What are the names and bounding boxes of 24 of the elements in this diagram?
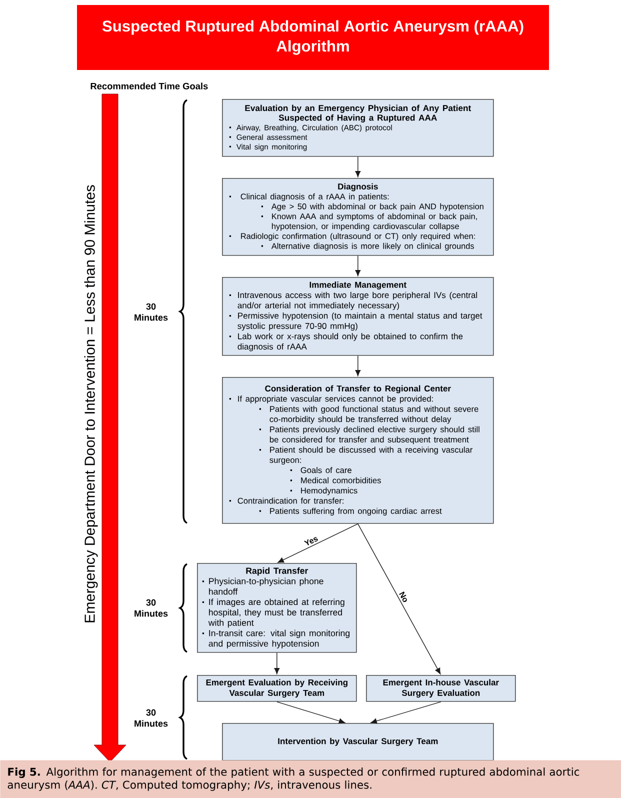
arrow xyxy=(355,355,361,376)
process-box: Rapid Transfer Physician-to-physician phone handoff If images are obtained at referring hospital, they must be transferred with patient In-transit care: vital sign monitoring and permissive hypotension xyxy=(197,563,357,653)
title-banner: Suspected Ruptured Abdominal Aortic Aneurysm (rAAA) Algorithm xyxy=(77,5,549,70)
time-label: 30 Minutes xyxy=(134,599,168,617)
process-box: Consideration of Transfer to Regional Center If appropriate vascular services cannot be provided: Patients with good functional status and without severe co-morbidity should be transferred without delay Patients previously declined elective surgery should still be considered for transfer and subsequent treatment Patient should be discussed with a receiving vascular surgeon: Goals of care Medical comorbidities Hemodynamics Contraindication for transfer: Patients suffering from ongoing cardiac arrest xyxy=(222,377,494,524)
process-box: Emergent In-house Vascular Surgery Evaluation xyxy=(366,675,516,702)
arrow xyxy=(278,523,358,563)
arrow xyxy=(274,652,280,674)
arrow xyxy=(370,701,442,724)
arrow xyxy=(358,523,441,674)
arrow-label: Emergency Department Door to Intervention = Less than 90 Minutes xyxy=(84,185,98,622)
arrow xyxy=(355,156,361,178)
edge-label: Yes xyxy=(302,534,320,548)
process-box: Emergent Evaluation by Receiving Vascular Surgery Team xyxy=(197,675,357,702)
caption-band: Fig 5. Algorithm for management of the patient with a suspected or confirmed ruptured abdominal aortic aneurysm (AAA). CT, Computed tomography; IVs, intravenous lines. xyxy=(0,760,621,798)
process-box: Diagnosis Clinical diagnosis of a rAAA in patients: Age > 50 with abdominal or back pain AND hypotension Known AAA and symptoms of abdominal or back pain, hypotension, or impending cardiovascular collapse Radiologic confirmation (ultrasound or CT) only required when: Alternative diagnosis is more likely on clinical grounds xyxy=(222,178,494,256)
edge-label: No xyxy=(397,590,410,604)
arrow xyxy=(355,255,361,276)
time-label: 30 Minutes xyxy=(134,303,168,321)
arrow xyxy=(276,701,346,724)
heading-text: Recommended Time Goals xyxy=(90,82,208,90)
process-box: Intervention by Vascular Surgery Team xyxy=(222,723,494,761)
time-label: 30 Minutes xyxy=(134,709,168,727)
process-box: Immediate Management Intravenous access with two large bore peripheral IVs (central and/or arterial not immediately necessary) Permissive hypotension (to maintain a mental status and target systolic pressure 70-90 mmHg) Lab work or x-rays should only be obtained to confirm the diagnosis of rAAA xyxy=(222,277,494,356)
